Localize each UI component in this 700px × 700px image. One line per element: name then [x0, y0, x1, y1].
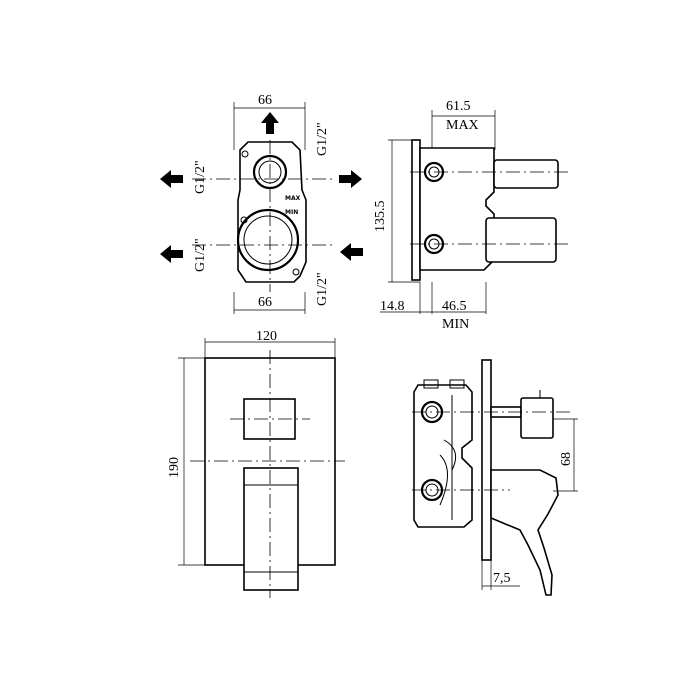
arrow-left-icon — [160, 170, 183, 188]
dim-plate-width: 120 — [256, 329, 277, 344]
dim-side-depth-max: 61.5 — [446, 99, 471, 114]
dim-side-offset: 14.8 — [380, 299, 405, 314]
dim-plate-thickness: 7,5 — [493, 571, 511, 586]
dim-valve-top-width: 66 — [258, 93, 272, 108]
valve-side-view: 61.5 MAX 135.5 14.8 46.5 MIN — [373, 99, 568, 332]
dim-valve-bottom-width: 66 — [258, 295, 272, 310]
dim-handle-offset: 68 — [559, 452, 574, 466]
dim-plate-height: 190 — [167, 457, 182, 478]
dim-side-depth-min: 46.5 — [442, 299, 467, 314]
port-bottom-right-label: G1/2" — [315, 272, 330, 306]
port-left-upper-label: G1/2" — [193, 160, 208, 194]
cover-plate-side-view: 68 7,5 — [412, 359, 578, 596]
arrow-right-icon — [339, 170, 362, 188]
max-tag: MAX — [285, 195, 301, 202]
arrow-left-icon — [160, 245, 183, 263]
arrow-up-icon — [261, 112, 279, 134]
valve-front-view: 66 MAX MIN G1/2" G1/2" G1/2" G1/2" — [160, 93, 363, 314]
cover-plate-front-view: 120 190 — [167, 329, 345, 598]
port-top-right-label: G1/2" — [315, 122, 330, 156]
dim-side-height: 135.5 — [373, 201, 388, 233]
min-tag: MIN — [285, 209, 298, 216]
port-left-lower-label: G1/2" — [193, 238, 208, 272]
min-label: MIN — [442, 317, 469, 332]
arrow-left-icon — [340, 243, 363, 261]
max-label: MAX — [446, 118, 479, 133]
